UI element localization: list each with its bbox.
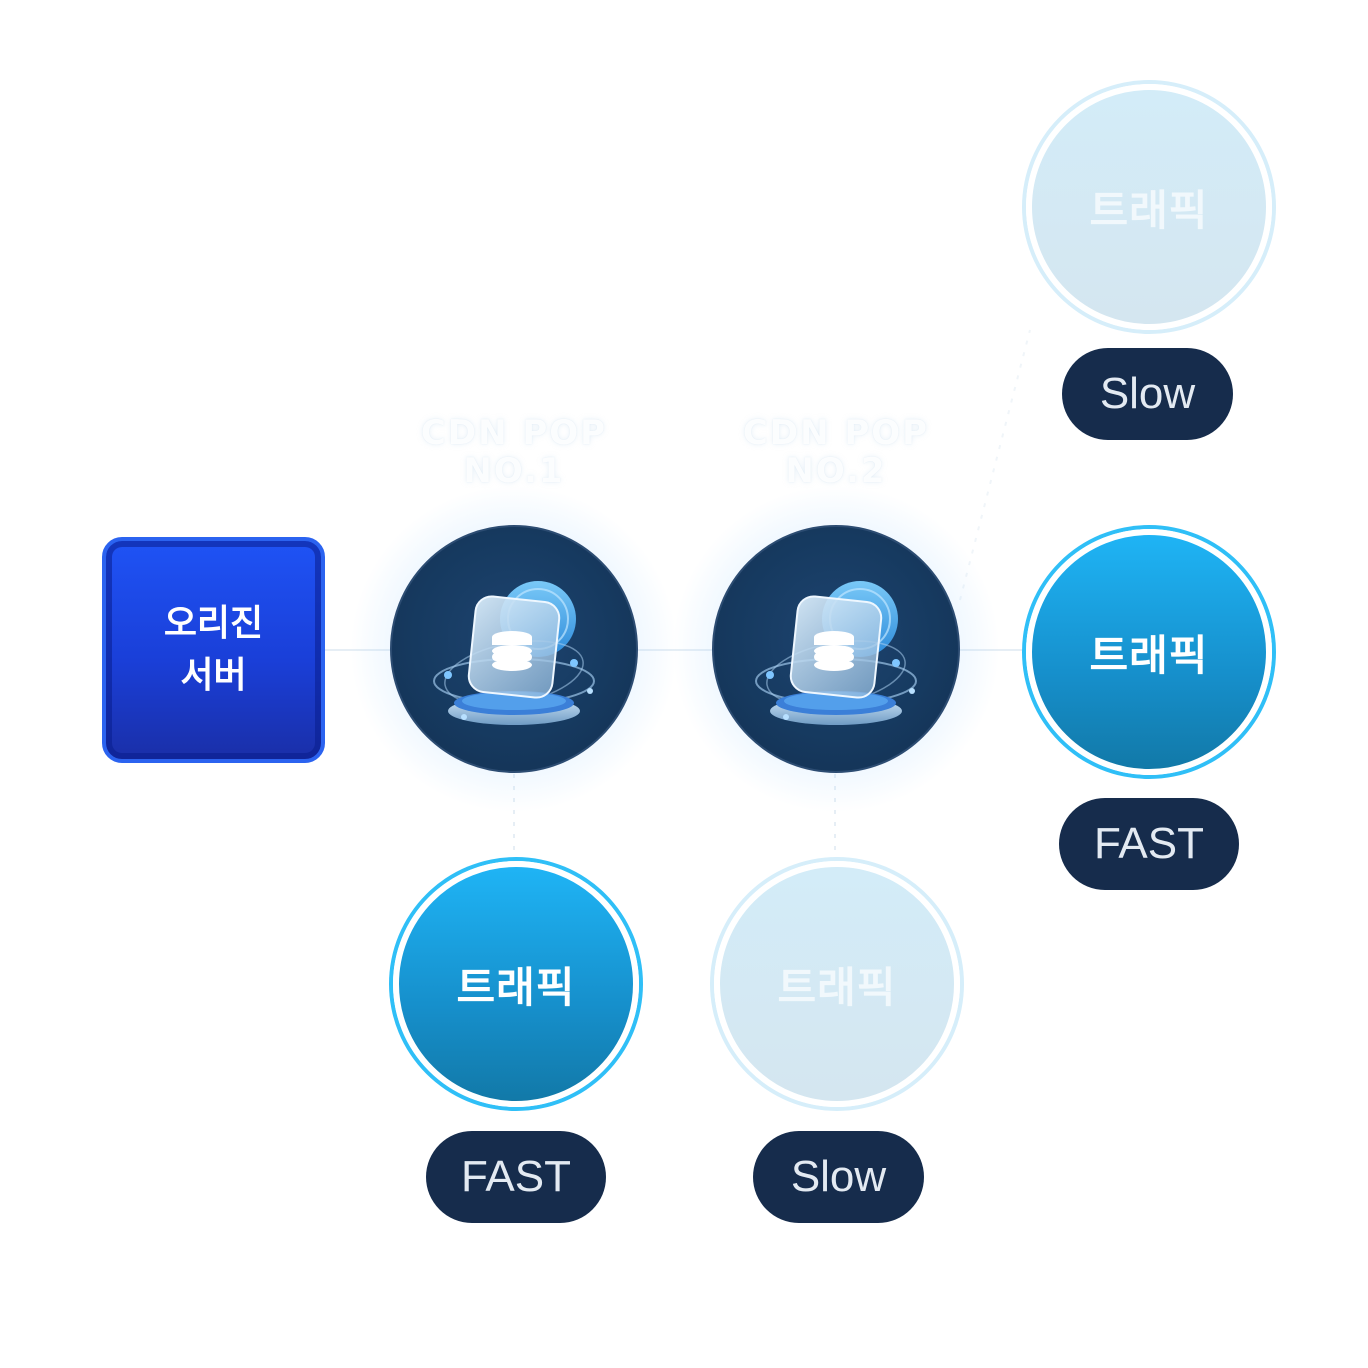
- speed-badge-right: FAST: [1059, 798, 1239, 890]
- traffic-node-bottom-middle[interactable]: 트래픽: [714, 861, 960, 1107]
- cdn-pop-2-title-line1: CDN POP: [742, 413, 930, 453]
- speed-badge-top-right: Slow: [1062, 348, 1233, 440]
- cdn-pop-2-node[interactable]: [712, 525, 960, 773]
- speed-label: FAST: [460, 1152, 572, 1201]
- traffic-label: 트래픽: [1089, 185, 1209, 235]
- database-icon: [755, 581, 917, 725]
- traffic-label: 트래픽: [456, 962, 576, 1012]
- traffic-label: 트래픽: [777, 962, 897, 1012]
- speed-label: Slow: [790, 1152, 887, 1201]
- speed-badge-bottom-middle: Slow: [753, 1131, 924, 1223]
- traffic-node-bottom-left[interactable]: 트래픽: [393, 861, 639, 1107]
- traffic-node-right[interactable]: 트래픽: [1026, 529, 1272, 775]
- cdn-pop-2-title: CDN POP NO.2: [716, 414, 956, 490]
- speed-label: FAST: [1093, 819, 1205, 868]
- traffic-node-top-right[interactable]: 트래픽: [1026, 84, 1272, 330]
- origin-server-node[interactable]: 오리진 서버: [102, 537, 325, 763]
- origin-server-label: 오리진 서버: [163, 603, 264, 696]
- cdn-pop-2-title-line2: NO.2: [785, 451, 887, 491]
- cdn-pop-1-title: CDN POP NO.1: [394, 414, 634, 490]
- speed-badge-bottom-left: FAST: [426, 1131, 606, 1223]
- speed-label: Slow: [1099, 369, 1196, 418]
- database-icon: [433, 581, 595, 725]
- cdn-pop-1-title-line2: NO.1: [463, 451, 565, 491]
- cdn-pop-1-node[interactable]: [390, 525, 638, 773]
- cdn-pop-1-title-line1: CDN POP: [420, 413, 608, 453]
- traffic-label: 트래픽: [1089, 630, 1209, 680]
